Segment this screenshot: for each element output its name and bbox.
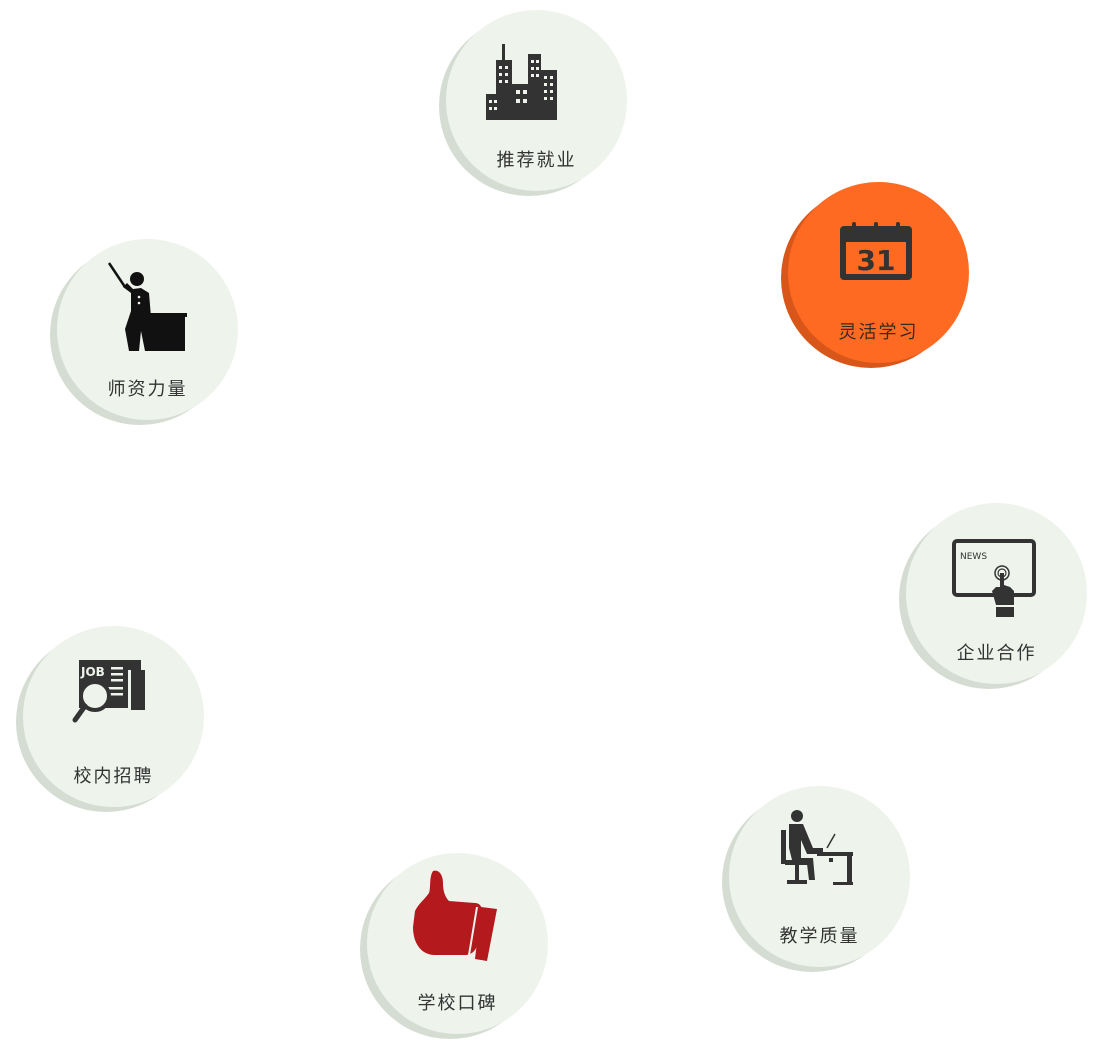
node-teachers[interactable]: 师资力量 xyxy=(50,239,238,425)
node-reputation[interactable]: 学校口碑 xyxy=(360,853,548,1039)
node-label: 学校口碑 xyxy=(417,993,498,1014)
node-label: 校内招聘 xyxy=(73,766,154,787)
calendar-day: 31 xyxy=(857,244,896,277)
node-label: 灵活学习 xyxy=(838,322,919,343)
node-disc xyxy=(729,786,910,967)
job-sign-text: JOB xyxy=(80,665,105,679)
news-screen-text: NEWS xyxy=(960,552,987,562)
node-label: 推荐就业 xyxy=(496,150,577,171)
node-recruit[interactable]: JOB 校内招聘 xyxy=(16,626,204,812)
node-quality[interactable]: 教学质量 xyxy=(722,786,910,972)
desk-worker-icon xyxy=(767,800,867,900)
node-label: 教学质量 xyxy=(779,926,860,947)
thumbs-up-icon xyxy=(405,867,505,967)
node-label: 师资力量 xyxy=(107,379,188,400)
node-employment[interactable]: 推荐就业 xyxy=(439,10,627,196)
news-touch-icon: NEWS xyxy=(944,517,1044,617)
node-enterprise[interactable]: NEWS 企业合作 xyxy=(899,503,1087,689)
node-flexible[interactable]: 31 灵活学习 xyxy=(781,182,969,368)
teacher-pointer-icon xyxy=(95,253,195,353)
calendar-icon: 31 xyxy=(826,196,926,296)
job-search-icon: JOB xyxy=(61,640,161,740)
city-buildings-icon xyxy=(484,24,584,124)
node-label: 企业合作 xyxy=(956,643,1037,664)
node-disc xyxy=(23,626,204,807)
